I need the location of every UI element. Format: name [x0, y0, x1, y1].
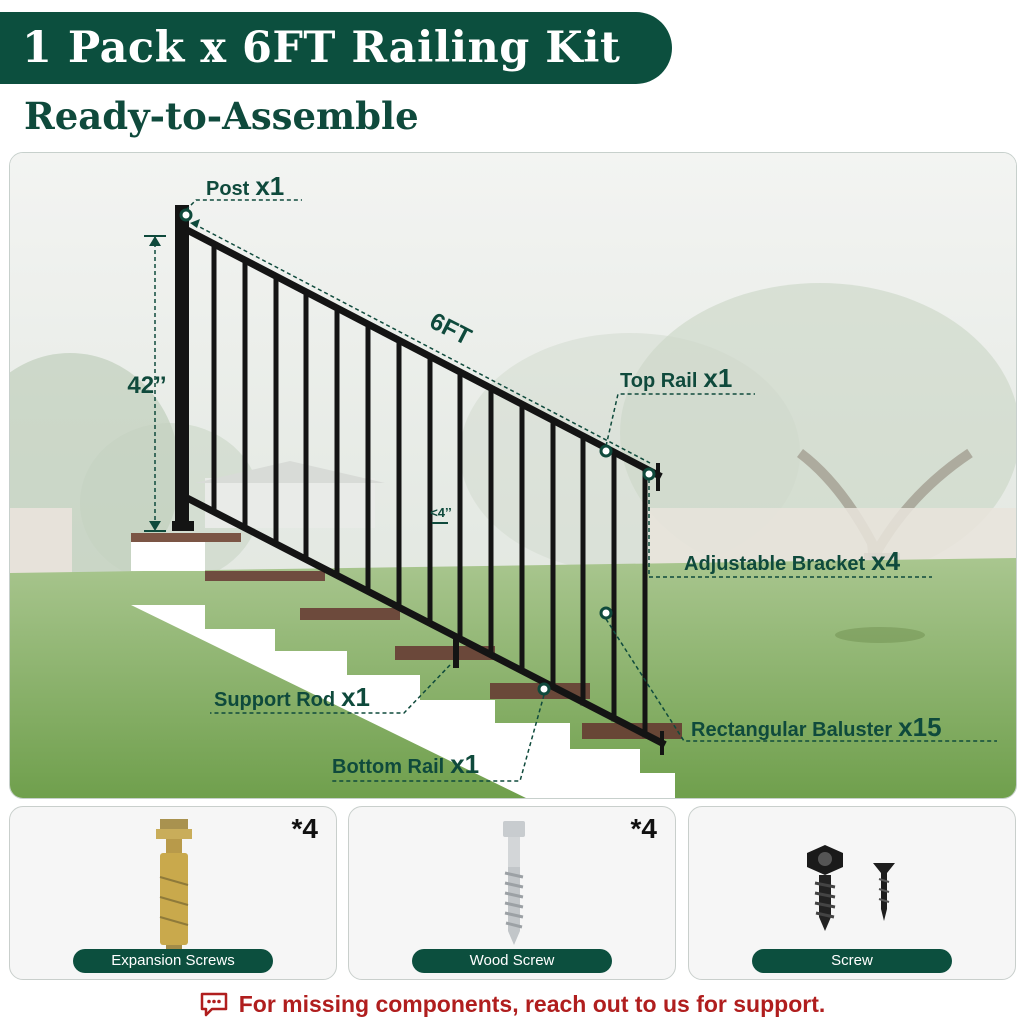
tree-right-canopy [620, 283, 1016, 583]
post-base [172, 521, 194, 531]
chat-alert-icon [200, 992, 227, 1017]
expansion-screws-qty: *4 [291, 813, 318, 844]
wood-screw-label: Wood Screw [412, 949, 612, 973]
wood-screw-icon [503, 821, 525, 945]
spacing-label: <4’’ [430, 505, 452, 520]
height-label: 42’’ [127, 372, 166, 399]
hardware-card-screw: Screw [688, 806, 1016, 980]
hardware-card-wood-screw: *4 Wood Screw [348, 806, 676, 980]
lawn [10, 558, 1016, 798]
balusters [211, 242, 648, 738]
length-arrow-start [190, 219, 200, 228]
title-banner: 1 Pack x 6FT Railing Kit [0, 12, 672, 84]
screw-icon [807, 845, 895, 931]
page-subtitle: Ready-to-Assemble [24, 94, 419, 138]
leader-lines [154, 199, 997, 782]
post [175, 205, 189, 527]
stair-top-block [131, 533, 205, 571]
fence-right [650, 508, 1016, 568]
tree-shadow [835, 627, 925, 643]
support-note: For missing components, reach out to us … [0, 988, 1024, 1020]
expansion-screws-label: Expansion Screws [73, 949, 273, 973]
screw-label: Screw [752, 949, 952, 973]
hardware-card-expansion-screws: *4 Expansion Screws [9, 806, 337, 980]
support-text: For missing components, reach out to us … [238, 990, 826, 1017]
page-title: 1 Pack x 6FT Railing Kit [22, 23, 621, 73]
top-rail [184, 226, 663, 480]
railing [172, 205, 667, 755]
expansion-screw-icon [156, 819, 192, 959]
wood-screw-qty: *4 [630, 813, 657, 844]
stair-risers [131, 533, 675, 798]
